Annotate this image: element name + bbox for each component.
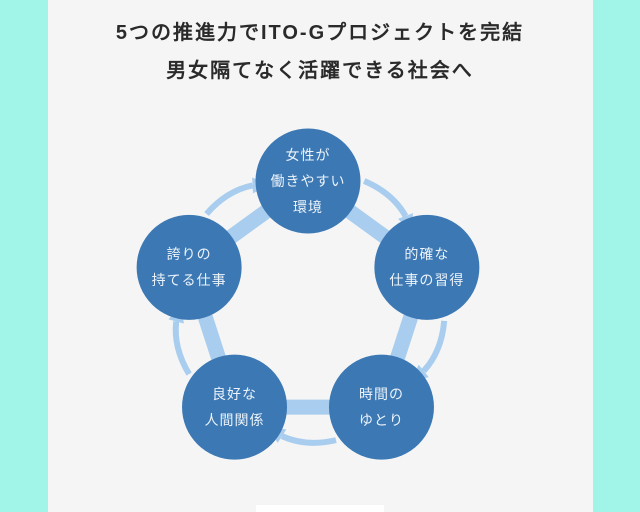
node-circle-left xyxy=(136,214,242,320)
page-title-line2: 男女隔てなく活躍できる社会へ xyxy=(166,60,474,82)
cycle-arrow-shaft xyxy=(204,182,254,216)
cycle-arrow-shaft xyxy=(280,433,337,446)
node-label-bottom-left: 良好な 人間関係 xyxy=(204,386,265,429)
cycle-arrow-shaft xyxy=(362,178,409,218)
node-label-top: 女性が 働きやすい 環境 xyxy=(270,147,346,215)
cycle-arrow-shaft xyxy=(172,321,192,376)
bottom-page-strip xyxy=(256,505,384,512)
node-label-bottom-right: 時間の ゆとり xyxy=(358,386,404,429)
node-label-left: 誇りの 持てる仕事 xyxy=(151,246,227,289)
node-circle-right xyxy=(374,214,480,320)
node-circle-bottom-left xyxy=(182,354,288,460)
node-circle-top xyxy=(255,128,361,234)
node-circle-bottom-right xyxy=(328,354,434,460)
page-title-line1: 5つの推進力でITO-Gプロジェクトを完結 xyxy=(115,22,525,44)
cycle-arrow-shaft xyxy=(421,320,448,373)
page-title: 5つの推進力でITO-Gプロジェクトを完結 男女隔てなく活躍できる社会へ xyxy=(0,14,640,90)
node-label-right: 的確な 仕事の習得 xyxy=(389,246,465,289)
